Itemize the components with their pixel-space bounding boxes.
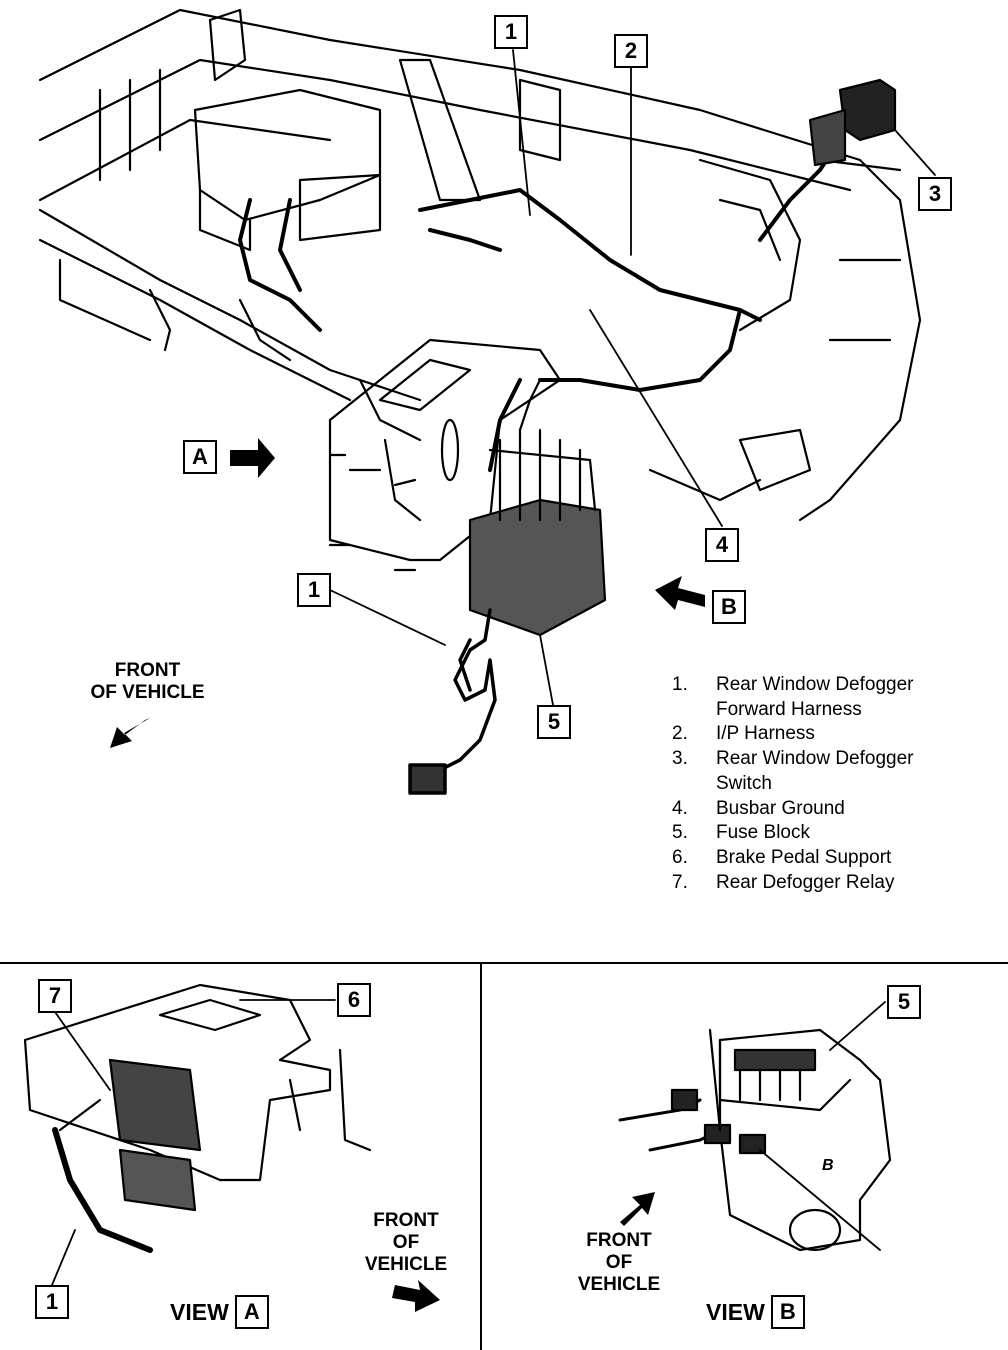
legend-item: 1. Rear Window Defogger Forward Harness [672, 673, 992, 722]
view-marker-b: B [712, 590, 746, 624]
arrows-main [110, 438, 705, 748]
leader-lines-view-b [759, 1001, 886, 1251]
legend-text: Brake Pedal Support [716, 846, 892, 868]
legend-text: Rear Window Defogger Forward Harness [716, 674, 914, 720]
view-b-art [618, 1028, 892, 1252]
callout-7: 7 [38, 979, 72, 1013]
legend-text: Rear Window Defogger Switch [716, 748, 914, 794]
legend-text: Rear Defogger Relay [716, 871, 895, 893]
callout-5-view-b: 5 [887, 985, 921, 1019]
legend-num: 3. [672, 748, 688, 770]
callout-2: 2 [614, 34, 648, 68]
front-of-vehicle-label-main: FRONT OF VEHICLE [90, 660, 205, 703]
legend-text: I/P Harness [716, 723, 815, 745]
view-a-art [23, 983, 372, 1253]
legend-item: 6. Brake Pedal Support [672, 846, 992, 871]
brake-pedal-support-bracket [328, 338, 562, 572]
legend-num: 1. [672, 674, 688, 695]
legend-num: 2. [672, 723, 688, 745]
forward-harness-coil [408, 608, 497, 795]
panel-dividers [0, 962, 1008, 1350]
view-a-title-text: VIEW [170, 1298, 229, 1325]
legend-item: 4. Busbar Ground [672, 797, 992, 822]
view-b-title-text: VIEW [706, 1298, 765, 1325]
legend-num: 5. [672, 822, 688, 844]
legend-num: 7. [672, 871, 688, 893]
legend-num: 4. [672, 797, 688, 819]
front-of-vehicle-label-view-a: FRONT OF VEHICLE [364, 1210, 448, 1275]
callout-5: 5 [537, 705, 571, 739]
legend-text: Busbar Ground [716, 797, 845, 819]
view-a-title: VIEW A [170, 1295, 269, 1329]
view-marker-a: A [183, 440, 217, 474]
block-letter-b: B [822, 1157, 834, 1174]
dashboard-frame [38, 8, 922, 522]
callout-1-view-a: 1 [35, 1285, 69, 1319]
legend-num: 6. [672, 846, 688, 868]
callout-4: 4 [705, 528, 739, 562]
view-a-marker: A [234, 1295, 269, 1329]
view-b-marker: B [770, 1295, 805, 1329]
leader-lines-main [329, 49, 936, 706]
parts-legend: 1. Rear Window Defogger Forward Harness 2… [672, 673, 992, 895]
legend-text: Fuse Block [716, 822, 810, 844]
arrow-view-a [392, 1280, 440, 1312]
legend-item: 3. Rear Window Defogger Switch [672, 747, 992, 796]
legend-item: 2. I/P Harness [672, 722, 992, 747]
legend-item: 5. Fuse Block [672, 821, 992, 846]
callout-3: 3 [918, 177, 952, 211]
legend-item: 7. Rear Defogger Relay [672, 871, 992, 896]
arrow-view-b [620, 1192, 655, 1226]
front-of-vehicle-label-view-b: FRONT OF VEHICLE [577, 1230, 661, 1295]
callout-1-top: 1 [494, 15, 528, 49]
fuse-block-main [468, 378, 607, 637]
callout-6: 6 [337, 983, 371, 1017]
leader-lines-view-a [51, 999, 336, 1286]
defogger-switch [808, 78, 897, 167]
callout-1-left: 1 [297, 573, 331, 607]
view-b-title: VIEW B [706, 1295, 805, 1329]
